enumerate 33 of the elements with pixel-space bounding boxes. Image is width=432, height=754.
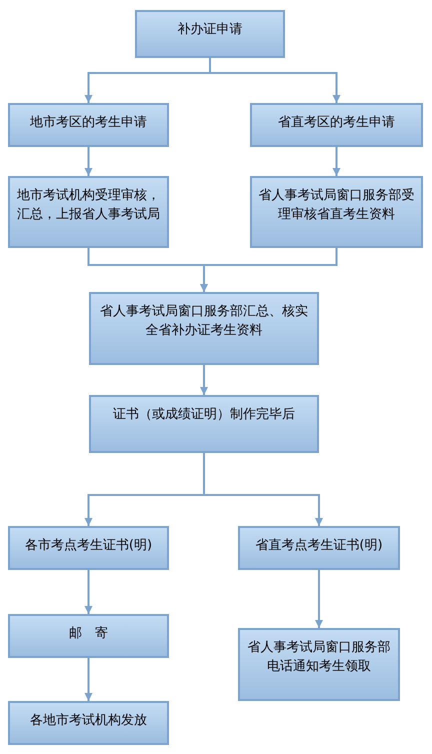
arrow: [203, 453, 323, 526]
box-text: 省直考点考生证书(明): [255, 537, 383, 555]
process-box: [8, 526, 169, 570]
box-text: 地市考区的考生申请: [30, 114, 147, 132]
box-text: 地市考试机构受理审核，汇总，上报省人事考试局: [16, 187, 161, 224]
arrow: [315, 570, 323, 628]
box-text: 省人事考试局窗口服务部电话通知考生领取: [246, 639, 392, 676]
arrow: [209, 58, 340, 103]
arrow: [200, 365, 208, 395]
process-box: [238, 526, 400, 570]
box-text: 补办证申请: [178, 21, 242, 39]
box-text: 证书（或成绩证明）制作完毕后: [113, 406, 295, 424]
box-text: 邮 寄: [69, 625, 108, 643]
process-box: [8, 176, 169, 248]
process-box: [135, 10, 285, 58]
arrow: [84, 658, 92, 701]
box-text: 省人事考试局窗口服务部受理审核省直考生资料: [258, 187, 416, 224]
process-box: [250, 103, 423, 147]
box-text: 省直考区的考生申请: [278, 114, 395, 132]
process-box: [238, 628, 400, 701]
box-text: 省人事考试局窗口服务部汇总、核实全省补办证考生资料: [99, 303, 309, 340]
process-box: [8, 701, 169, 745]
process-box: [250, 176, 423, 248]
box-text: 各地市考试机构发放: [30, 712, 147, 730]
arrow: [84, 147, 92, 176]
arrow: [84, 570, 92, 614]
arrow: [200, 248, 338, 292]
process-box: [8, 103, 169, 147]
process-box: [89, 292, 319, 365]
arrow: [332, 147, 340, 176]
process-box: [8, 614, 169, 658]
process-box: [89, 395, 319, 453]
box-text: 各市考点考生证书(明): [24, 537, 152, 555]
